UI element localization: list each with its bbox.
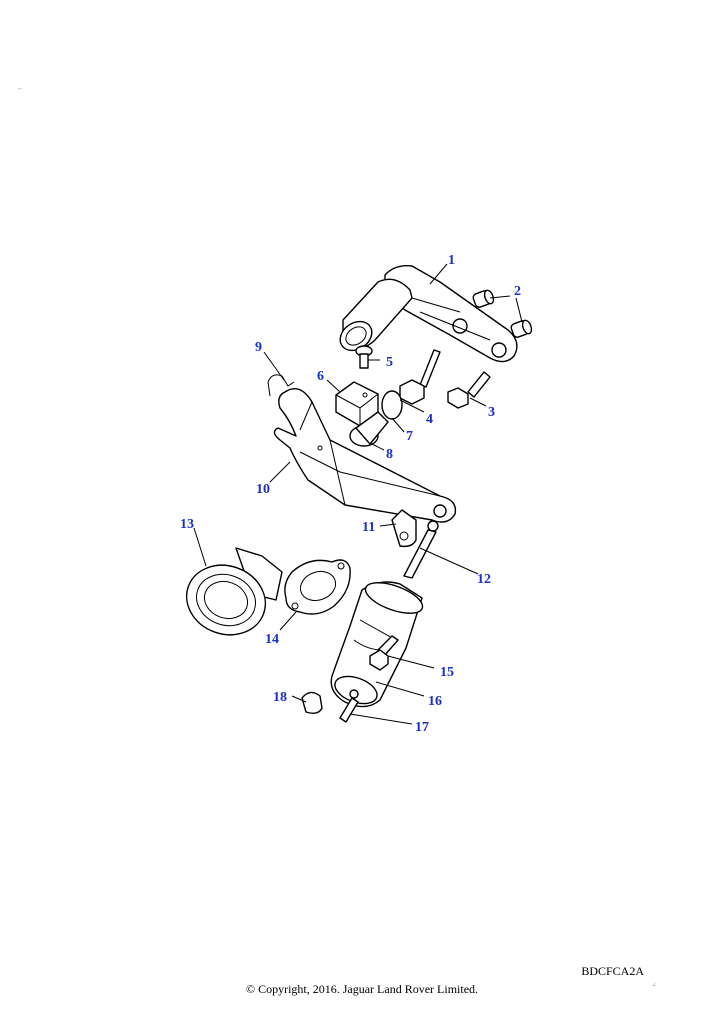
part-1-lever-arm xyxy=(339,265,518,363)
part-4-stud-nut xyxy=(381,349,441,420)
part-5-screw xyxy=(355,345,373,369)
part-15-bolt xyxy=(369,635,399,671)
callout-11: 11 xyxy=(362,520,375,535)
leader-lines xyxy=(193,263,523,725)
corner-mark-top-left: ⌐ xyxy=(18,84,23,93)
part-14-gasket xyxy=(284,559,351,615)
corner-mark-bottom-right: ⌟ xyxy=(652,978,656,987)
callout-13: 13 xyxy=(180,517,194,532)
callout-14: 14 xyxy=(265,632,279,647)
callout-labels: 1 2 3 4 5 6 7 8 9 10 11 12 13 14 15 16 1… xyxy=(180,253,521,735)
callout-18: 18 xyxy=(273,690,287,705)
part-12-pushrod xyxy=(403,520,439,579)
callout-15: 15 xyxy=(440,665,454,680)
part-9-spring-clip xyxy=(267,374,295,397)
copyright-notice: © Copyright, 2016. Jaguar Land Rover Lim… xyxy=(245,982,479,996)
part-10-clutch-fork xyxy=(273,388,457,523)
callout-17: 17 xyxy=(415,720,429,735)
part-13-release-bearing xyxy=(185,547,283,636)
callout-4: 4 xyxy=(426,412,433,427)
part-11-clip xyxy=(391,509,417,548)
callout-5: 5 xyxy=(386,355,393,370)
callout-6: 6 xyxy=(317,369,324,384)
part-2-bushes xyxy=(472,289,533,338)
callout-9: 9 xyxy=(255,340,262,355)
callout-12: 12 xyxy=(477,572,491,587)
part-16-slave-cylinder xyxy=(330,581,424,708)
part-6-block xyxy=(335,381,379,427)
callout-7: 7 xyxy=(406,429,413,444)
callout-1: 1 xyxy=(448,253,455,268)
diagram-reference-code: BDCFCA2A xyxy=(581,964,644,978)
callout-3: 3 xyxy=(488,405,495,420)
part-18-dust-cap xyxy=(301,691,323,715)
callout-2: 2 xyxy=(514,284,521,299)
part-3-bolt xyxy=(447,371,491,409)
callout-16: 16 xyxy=(428,694,442,709)
part-17-bleed-screw xyxy=(339,689,359,723)
part-8-pin xyxy=(349,411,389,447)
callout-8: 8 xyxy=(386,447,393,462)
callout-10: 10 xyxy=(256,482,270,497)
